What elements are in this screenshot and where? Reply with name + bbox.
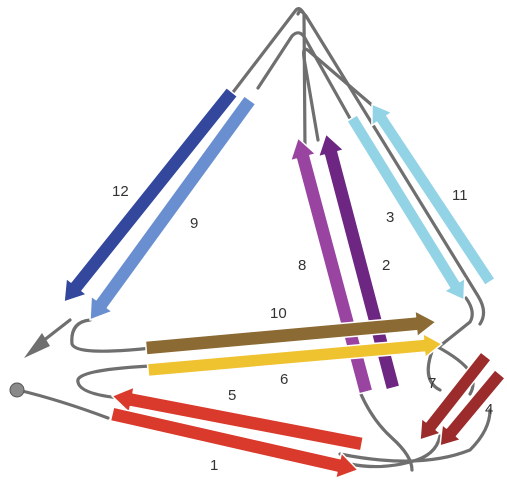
label-strand-2: 2 xyxy=(382,257,390,274)
strand-9-arrow xyxy=(90,96,256,320)
label-strand-5: 5 xyxy=(228,387,236,404)
label-strand-10: 10 xyxy=(270,305,287,322)
label-strand-8: 8 xyxy=(298,257,306,274)
label-strand-12: 12 xyxy=(112,183,129,200)
label-strand-3: 3 xyxy=(386,209,394,226)
loop-strand6-to-10 xyxy=(72,320,152,351)
label-strand-6: 6 xyxy=(280,371,288,388)
strand-12-arrow xyxy=(64,88,238,302)
label-strand-4: 4 xyxy=(485,401,493,418)
c-terminus-arrow xyxy=(24,320,70,358)
n-terminus-ball xyxy=(10,383,24,397)
label-strand-7: 7 xyxy=(428,375,436,392)
label-strand-1: 1 xyxy=(210,457,218,474)
loop-strand5-to-6 xyxy=(78,366,150,398)
label-strand-11: 11 xyxy=(452,187,468,204)
loop-apex-inner-b xyxy=(304,49,380,140)
label-strand-9: 9 xyxy=(190,215,198,232)
strand-layer xyxy=(64,88,505,479)
